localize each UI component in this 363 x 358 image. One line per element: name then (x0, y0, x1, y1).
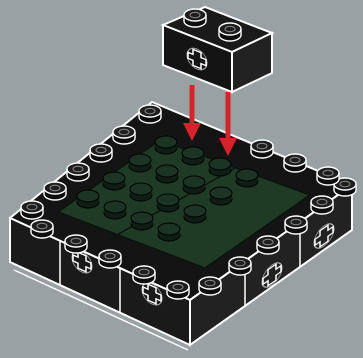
green-stud (156, 193, 180, 213)
green-stud (130, 211, 154, 231)
frame-stud (198, 276, 222, 296)
green-stud (209, 186, 233, 206)
arrow-left (183, 85, 201, 141)
frame-stud (138, 104, 162, 124)
arrow-right (219, 92, 237, 156)
frame-stud (166, 280, 190, 300)
frame-stud (310, 195, 334, 215)
loose-brick-side-face (231, 31, 273, 94)
green-stud (102, 171, 126, 191)
frame-stud (283, 153, 307, 173)
frame-stud (98, 249, 122, 269)
green-stud (183, 204, 207, 224)
green-stud (182, 175, 206, 195)
frame-stud (256, 235, 280, 255)
frame-stud (20, 200, 44, 220)
green-stud (235, 168, 259, 188)
frame-stud (30, 219, 54, 239)
loose-brick-stud-1 (183, 8, 207, 28)
base-assembly (8, 100, 357, 351)
loose-technic-brick (160, 5, 275, 94)
green-stud (154, 135, 178, 155)
green-stud (155, 164, 179, 184)
frame-stud (112, 125, 136, 145)
green-stud (181, 146, 205, 166)
green-stud (129, 182, 153, 202)
green-stud (103, 200, 127, 220)
frame-stud (250, 139, 274, 159)
green-stud (76, 189, 100, 209)
frame-stud (64, 234, 88, 254)
frame-stud (228, 256, 252, 276)
front-left-seams (9, 241, 191, 351)
frame-stud (43, 181, 67, 201)
frame-stud (66, 162, 90, 182)
frame-stud (316, 166, 340, 186)
green-stud (208, 157, 232, 177)
loose-brick-stud-2 (218, 22, 242, 42)
insertion-arrows (183, 85, 237, 156)
frame-stud (89, 143, 113, 163)
frame-stud (132, 265, 156, 285)
frame-stud (284, 215, 308, 235)
green-stud (157, 222, 181, 242)
green-stud (128, 153, 152, 173)
